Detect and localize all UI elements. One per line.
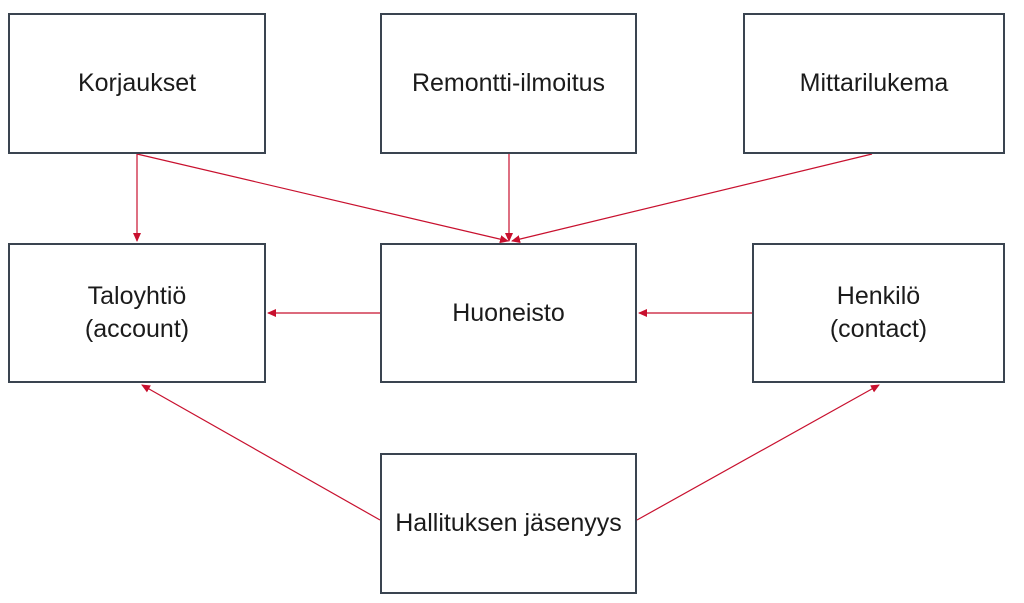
node-hallituksen-jasenyys-label: Hallituksen jäsenyys — [395, 509, 622, 537]
node-remontti-ilmoitus-label: Remontti-ilmoitus — [411, 69, 606, 97]
node-korjaukset: Korjaukset — [8, 13, 266, 154]
node-mittarilukema: Mittarilukema — [743, 13, 1005, 154]
node-huoneisto-label: Huoneisto — [452, 298, 565, 327]
edge-korjaukset-to-huoneisto — [136, 153, 509, 244]
node-mittarilukema-label: Mittarilukema — [799, 69, 949, 97]
node-huoneisto: Huoneisto — [380, 243, 637, 383]
node-taloyhtio-label: Taloyhtiö (account) — [84, 282, 190, 343]
node-taloyhtio: Taloyhtiö (account) — [8, 243, 266, 383]
node-henkilo-label: Henkilö (contact) — [829, 282, 928, 343]
edge-hallitus-to-taloyhtio — [141, 384, 381, 521]
node-henkilo: Henkilö (contact) — [752, 243, 1005, 383]
node-korjaukset-label: Korjaukset — [77, 69, 197, 97]
edge-mittarilukema-to-huoneisto — [511, 153, 873, 244]
node-remontti-ilmoitus: Remontti-ilmoitus — [380, 13, 637, 154]
edge-hallitus-to-henkilo — [636, 384, 880, 521]
node-hallituksen-jasenyys: Hallituksen jäsenyys — [380, 453, 637, 594]
